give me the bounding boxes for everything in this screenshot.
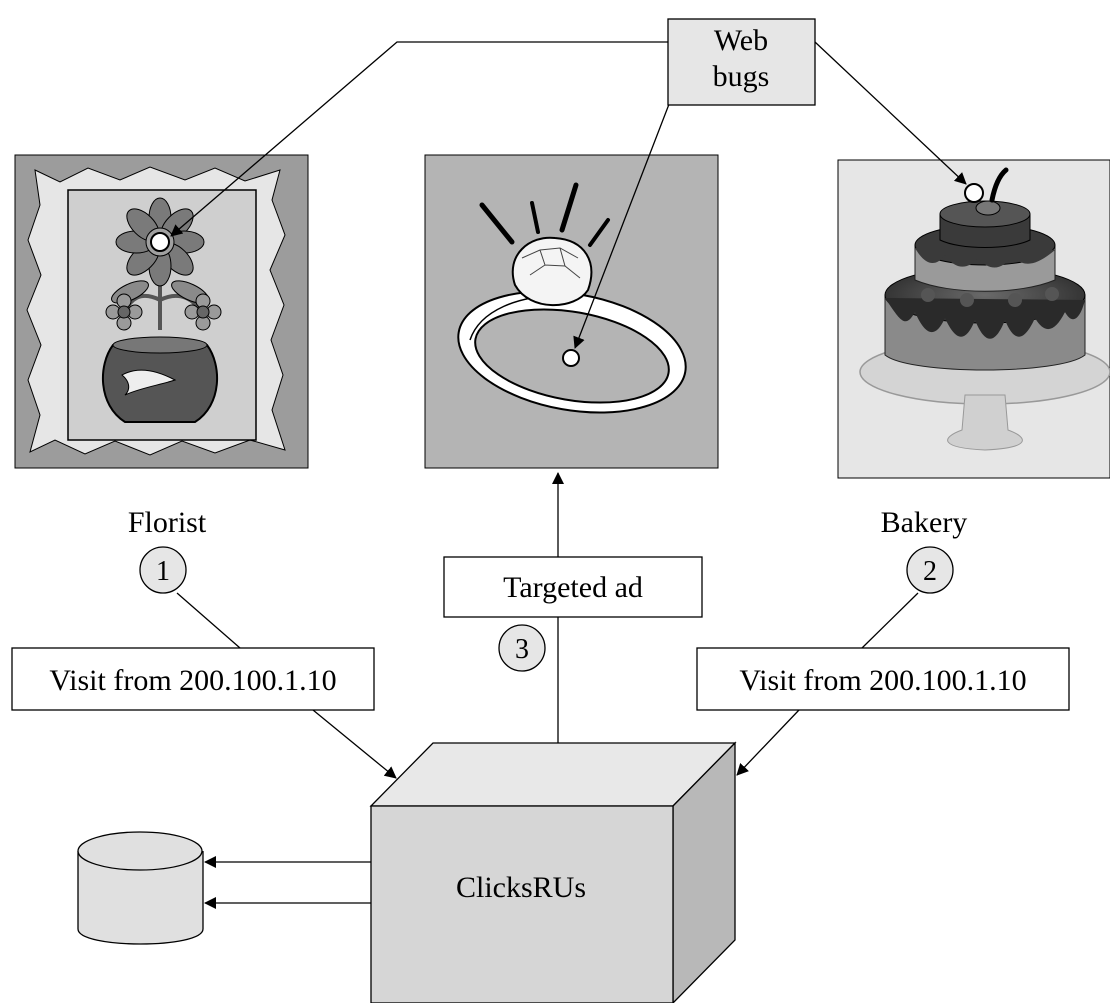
web-bug-dot-ring [562,349,580,367]
step-1-badge: 1 [139,546,187,594]
web-bugs-label-line2: bugs [713,60,770,93]
visit-box-right: Visit from 200.100.1.10 [696,647,1070,711]
server-label: ClicksRUs [456,871,586,904]
ring-image [424,154,719,469]
visit-right-label: Visit from 200.100.1.10 [739,664,1026,697]
web-bug-dot-cake [964,183,984,203]
cake-image [837,159,1110,479]
web-bugs-box: Web bugs [667,18,816,106]
step-3-label: 3 [515,634,529,665]
targeted-ad-box: Targeted ad [443,556,703,618]
web-bugs-label-line1: Web [714,24,768,57]
step-2-label: 2 [923,556,937,587]
database-icon [77,831,204,945]
web-bug-dot-florist [150,232,170,252]
step-1-label: 1 [156,556,170,587]
step-3-badge: 3 [498,624,546,672]
targeted-ad-label: Targeted ad [503,571,643,604]
bakery-label: Bakery [881,506,968,539]
florist-image [14,154,309,469]
visit-left-label: Visit from 200.100.1.10 [49,664,336,697]
step-2-badge: 2 [906,546,954,594]
visit-box-left: Visit from 200.100.1.10 [11,647,375,711]
flow-connectors [176,472,919,909]
clicksrus-server: ClicksRUs [369,741,737,1003]
florist-label: Florist [128,506,207,539]
